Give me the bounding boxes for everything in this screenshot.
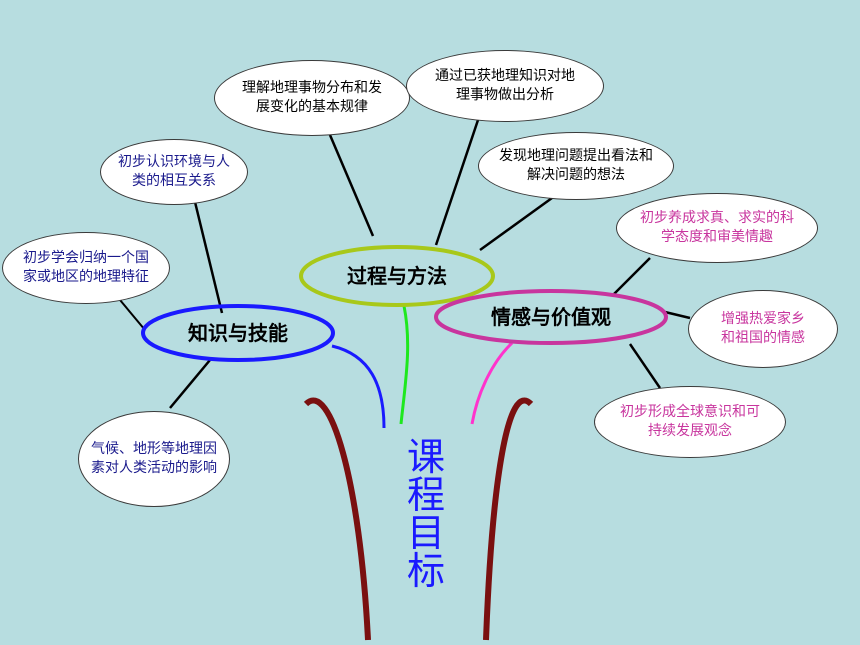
- skills-hub-label: 知识与技能: [188, 321, 288, 345]
- values-item-bubble: 增强热爱家乡和祖国的情感: [688, 290, 838, 368]
- process-hub-label: 过程与方法: [347, 264, 447, 288]
- trunk-right-arc: [483, 397, 534, 641]
- process-hub-ring: [299, 245, 495, 307]
- process-item-bubble: 通过已获地理知识对地理事物做出分析: [406, 50, 604, 122]
- values-item-text: 初步养成求真、求实的科学态度和审美情趣: [640, 210, 794, 245]
- trunk-left-arc: [303, 397, 371, 641]
- connector-process-2: [434, 119, 480, 246]
- skills-hub-ring: [141, 304, 335, 362]
- values-hub-ring: [434, 289, 668, 345]
- connector-values-3: [628, 343, 662, 389]
- connector-skills-1: [119, 299, 146, 331]
- values-stem: [470, 341, 514, 425]
- connector-process-3: [479, 196, 553, 252]
- process-item-bubble: 发现地理问题提出看法和解决问题的想法: [478, 132, 674, 200]
- process-item-text: 理解地理事物分布和发展变化的基本规律: [242, 80, 382, 115]
- skills-stem: [331, 344, 386, 429]
- values-hub-label: 情感与价值观: [491, 305, 611, 329]
- process-item-text: 发现地理问题提出看法和解决问题的想法: [499, 148, 653, 183]
- process-hub: 过程与方法: [301, 247, 493, 305]
- skills-item-text: 初步学会归纳一个国家或地区的地理特征: [23, 250, 149, 285]
- values-item-text: 增强热爱家乡和祖国的情感: [721, 311, 805, 346]
- values-item-bubble: 初步养成求真、求实的科学态度和审美情趣: [616, 193, 818, 263]
- connector-process-1: [328, 134, 375, 237]
- connector-skills-2: [193, 201, 224, 314]
- skills-item-bubble: 初步认识环境与人类的相互关系: [100, 139, 248, 205]
- values-hub: 情感与价值观: [436, 291, 666, 343]
- skills-item-bubble: 气候、地形等地理因素对人类活动的影响: [78, 411, 230, 507]
- skills-item-bubble: 初步学会归纳一个国家或地区的地理特征: [2, 232, 170, 304]
- process-stem: [399, 305, 410, 425]
- diagram-title: 课程目标: [406, 435, 445, 593]
- connector-values-1: [611, 257, 651, 297]
- values-item-bubble: 初步形成全球意识和可持续发展观念: [594, 386, 786, 458]
- skills-hub: 知识与技能: [143, 306, 333, 360]
- skills-item-text: 初步认识环境与人类的相互关系: [118, 154, 230, 189]
- values-item-text: 初步形成全球意识和可持续发展观念: [620, 404, 760, 439]
- connector-skills-3: [169, 359, 211, 409]
- process-item-bubble: 理解地理事物分布和发展变化的基本规律: [214, 60, 410, 136]
- process-item-text: 通过已获地理知识对地理事物做出分析: [435, 68, 575, 103]
- connector-values-2: [664, 310, 691, 320]
- skills-item-text: 气候、地形等地理因素对人类活动的影响: [91, 441, 217, 476]
